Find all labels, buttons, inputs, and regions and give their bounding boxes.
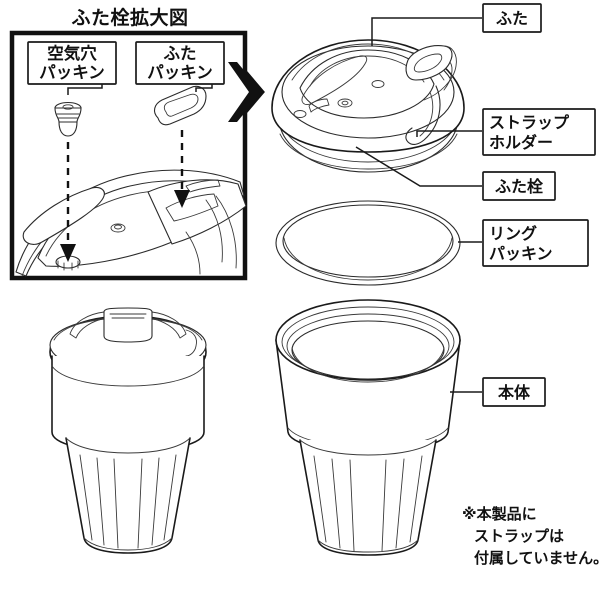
callout-lid-plug-box bbox=[482, 171, 556, 201]
lid-contour-a bbox=[205, 199, 223, 263]
strap-holder-side bbox=[423, 45, 457, 101]
lid-small-slot bbox=[185, 179, 221, 193]
lid-hole-left bbox=[293, 110, 307, 118]
strap-holder-arm-inner bbox=[419, 91, 434, 137]
lid-ridge-bar bbox=[22, 186, 105, 245]
air-hole-main bbox=[371, 80, 385, 88]
body-inner-cavity bbox=[291, 320, 445, 380]
callout-lid-plug-leader bbox=[355, 146, 482, 187]
air-hole-gasket-label-box bbox=[27, 41, 117, 85]
vent-hole-main bbox=[337, 98, 353, 108]
assembled-strap-hook bbox=[185, 329, 197, 357]
air-hole-seat bbox=[110, 223, 126, 233]
lid-gasket-seat-panel bbox=[147, 179, 247, 245]
placement-arrow-lid-gasket bbox=[174, 130, 190, 208]
body-base-line bbox=[317, 539, 419, 553]
lid-slot-left bbox=[308, 98, 330, 113]
placement-arrow-air-hole bbox=[60, 142, 76, 262]
lid-contour-b bbox=[215, 195, 237, 269]
lid-gasket-leader bbox=[195, 82, 213, 92]
assembled-tumbler-illustration bbox=[49, 307, 207, 554]
callout-ring-packing-line2: パッキン bbox=[489, 244, 553, 263]
callout-strap-holder-line1: ストラップ bbox=[489, 113, 570, 132]
ring-gasket-inner bbox=[282, 204, 454, 278]
callout-lid: ふた bbox=[371, 3, 542, 46]
callout-lid-plug: ふた栓 bbox=[355, 146, 556, 201]
callout-strap-holder-line2: ホルダー bbox=[489, 133, 553, 152]
detail-panel-title: ふた栓拡大図 bbox=[71, 6, 188, 29]
callout-strap-holder: ストラップ ホルダー bbox=[416, 108, 596, 156]
assembled-body-seam bbox=[51, 365, 205, 387]
assembled-upper-body bbox=[51, 355, 205, 453]
callout-lid-box bbox=[482, 3, 542, 33]
vent-hole-main-inner bbox=[341, 100, 349, 106]
strap-holder-edge bbox=[443, 61, 453, 91]
assembled-lid-plug bbox=[103, 307, 153, 343]
air-hole-gasket-label-line2: パッキン bbox=[39, 63, 105, 82]
callout-strap-holder-box bbox=[482, 108, 596, 156]
callout-ring-packing-line1: リング bbox=[489, 224, 537, 243]
lid-ridge-bar-main bbox=[301, 55, 368, 105]
strap-holder-arm bbox=[405, 85, 441, 145]
body-inner-shadow bbox=[291, 347, 445, 383]
lid-gasket-label-line1: ふた bbox=[164, 44, 197, 63]
assembled-base-line bbox=[83, 537, 173, 551]
callout-ring-packing: リング パッキン bbox=[458, 219, 589, 267]
callout-strap-holder-leader bbox=[416, 130, 482, 137]
lid-thread-2 bbox=[279, 133, 458, 170]
lid-assembly-illustration bbox=[271, 39, 465, 173]
lid-top-inner-illustration bbox=[15, 169, 247, 277]
lid-gasket-label-box bbox=[135, 41, 225, 85]
lid-plateau-main bbox=[299, 49, 435, 119]
air-hole-gasket-leader bbox=[67, 82, 103, 95]
footnote: ※本製品に ストラップは 付属していません。 bbox=[462, 505, 600, 567]
callout-lid-leader bbox=[371, 17, 482, 46]
lid-gasket-part bbox=[153, 85, 207, 126]
callout-ring-packing-box bbox=[482, 219, 589, 267]
chevron-right-icon bbox=[228, 62, 262, 122]
body-lower-wall bbox=[299, 439, 437, 556]
lid-gasket-label-line2: パッキン bbox=[147, 63, 213, 82]
body-flutes bbox=[313, 455, 423, 552]
lid-thread-1 bbox=[280, 123, 457, 163]
lid-contour-c bbox=[185, 231, 201, 275]
tumbler-body-illustration bbox=[275, 299, 461, 556]
assembled-lid-plug-slot bbox=[109, 313, 147, 319]
assembled-flutes bbox=[79, 454, 177, 549]
strap-holder-slot bbox=[413, 53, 443, 73]
footnote-line-3: 付属していません。 bbox=[474, 549, 600, 567]
body-lower-rim bbox=[299, 439, 437, 456]
air-hole-gasket-label-line1: 空気穴 bbox=[47, 43, 97, 63]
callout-lid-label: ふた bbox=[496, 9, 528, 28]
ring-gasket-bottom-line bbox=[283, 237, 453, 281]
ring-gasket-illustration bbox=[275, 200, 461, 286]
detail-panel: 空気穴 パッキン ふた パッキン bbox=[9, 30, 265, 281]
air-hole-gasket-part bbox=[54, 101, 82, 137]
assembled-lower-body bbox=[65, 437, 191, 554]
callout-body-label: 本体 bbox=[497, 383, 531, 402]
footnote-line-2: ストラップは bbox=[474, 527, 564, 545]
strap-holder-part bbox=[405, 45, 457, 101]
callout-body-box bbox=[482, 377, 546, 407]
callout-body: 本体 bbox=[450, 377, 546, 407]
air-hole-seat-inner bbox=[114, 224, 122, 230]
assembled-lid-tab-right bbox=[149, 311, 187, 339]
footnote-line-1: ※本製品に bbox=[462, 505, 537, 523]
assembled-lower-rim bbox=[65, 437, 191, 454]
callout-lid-plug-label: ふた栓 bbox=[495, 177, 544, 196]
